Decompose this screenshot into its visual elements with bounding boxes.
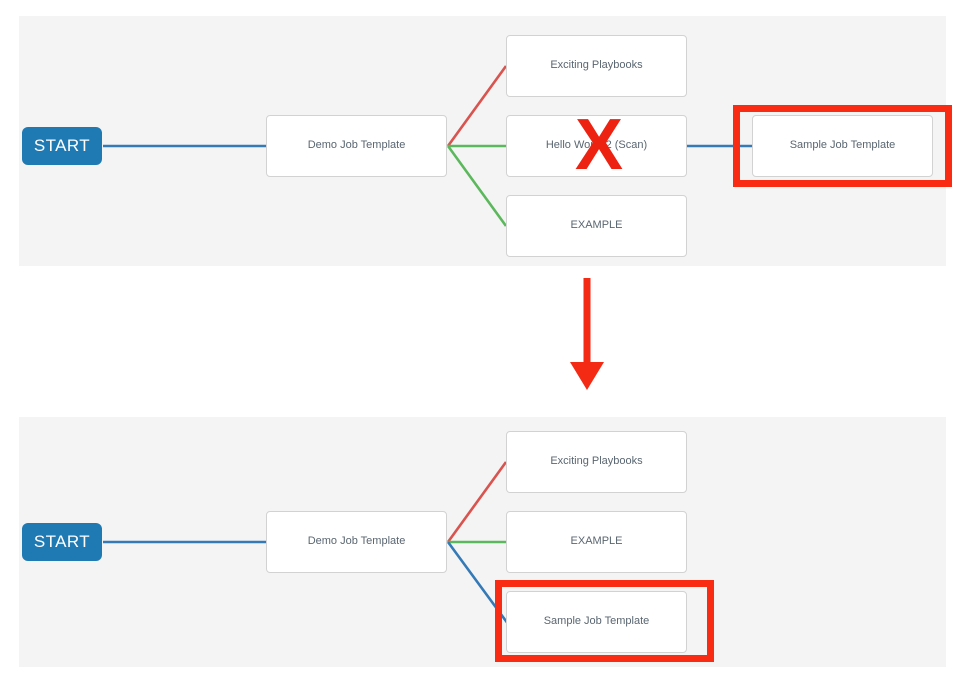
- node-sample-job-template-after[interactable]: Sample Job Template: [506, 591, 687, 653]
- node-sample-job-template-before[interactable]: Sample Job Template: [752, 115, 933, 177]
- node-label: Exciting Playbooks: [550, 59, 643, 72]
- node-demo-job-template-after[interactable]: Demo Job Template: [266, 511, 447, 573]
- node-label: Sample Job Template: [543, 615, 650, 628]
- node-hello-world-2-scan-before[interactable]: Hello World 2 (Scan): [506, 115, 687, 177]
- node-label: Exciting Playbooks: [550, 455, 643, 468]
- link-demo-to-example: [446, 145, 508, 227]
- link-demo-to-sample: [446, 541, 516, 633]
- node-example-before[interactable]: EXAMPLE: [506, 195, 687, 257]
- node-label: Hello World 2 (Scan): [545, 139, 648, 152]
- node-exciting-playbooks-before[interactable]: Exciting Playbooks: [506, 35, 687, 97]
- workflow-links-before: [103, 65, 752, 227]
- link-demo-to-exciting: [446, 461, 508, 543]
- workflow-links-after: [103, 461, 516, 633]
- node-label: Demo Job Template: [307, 139, 406, 152]
- node-label: EXAMPLE: [570, 219, 623, 232]
- workflow-panel-after: START Demo Job Template Exciting Playboo…: [19, 417, 946, 667]
- node-exciting-playbooks-after[interactable]: Exciting Playbooks: [506, 431, 687, 493]
- transition-arrow-down-icon: [570, 278, 604, 390]
- cross-out-icon-hello-world-2: X: [575, 105, 624, 185]
- node-label: EXAMPLE: [570, 535, 623, 548]
- node-demo-job-template-before[interactable]: Demo Job Template: [266, 115, 447, 177]
- workflow-panel-before: START Demo Job Template Exciting Playboo…: [19, 16, 952, 266]
- start-node-after[interactable]: START: [22, 523, 102, 561]
- node-example-after[interactable]: EXAMPLE: [506, 511, 687, 573]
- node-label: Demo Job Template: [307, 535, 406, 548]
- start-node-label: START: [33, 136, 91, 155]
- start-node-label: START: [33, 532, 91, 551]
- node-label: Sample Job Template: [789, 139, 896, 152]
- start-node-before[interactable]: START: [22, 127, 102, 165]
- link-demo-to-exciting: [446, 65, 508, 147]
